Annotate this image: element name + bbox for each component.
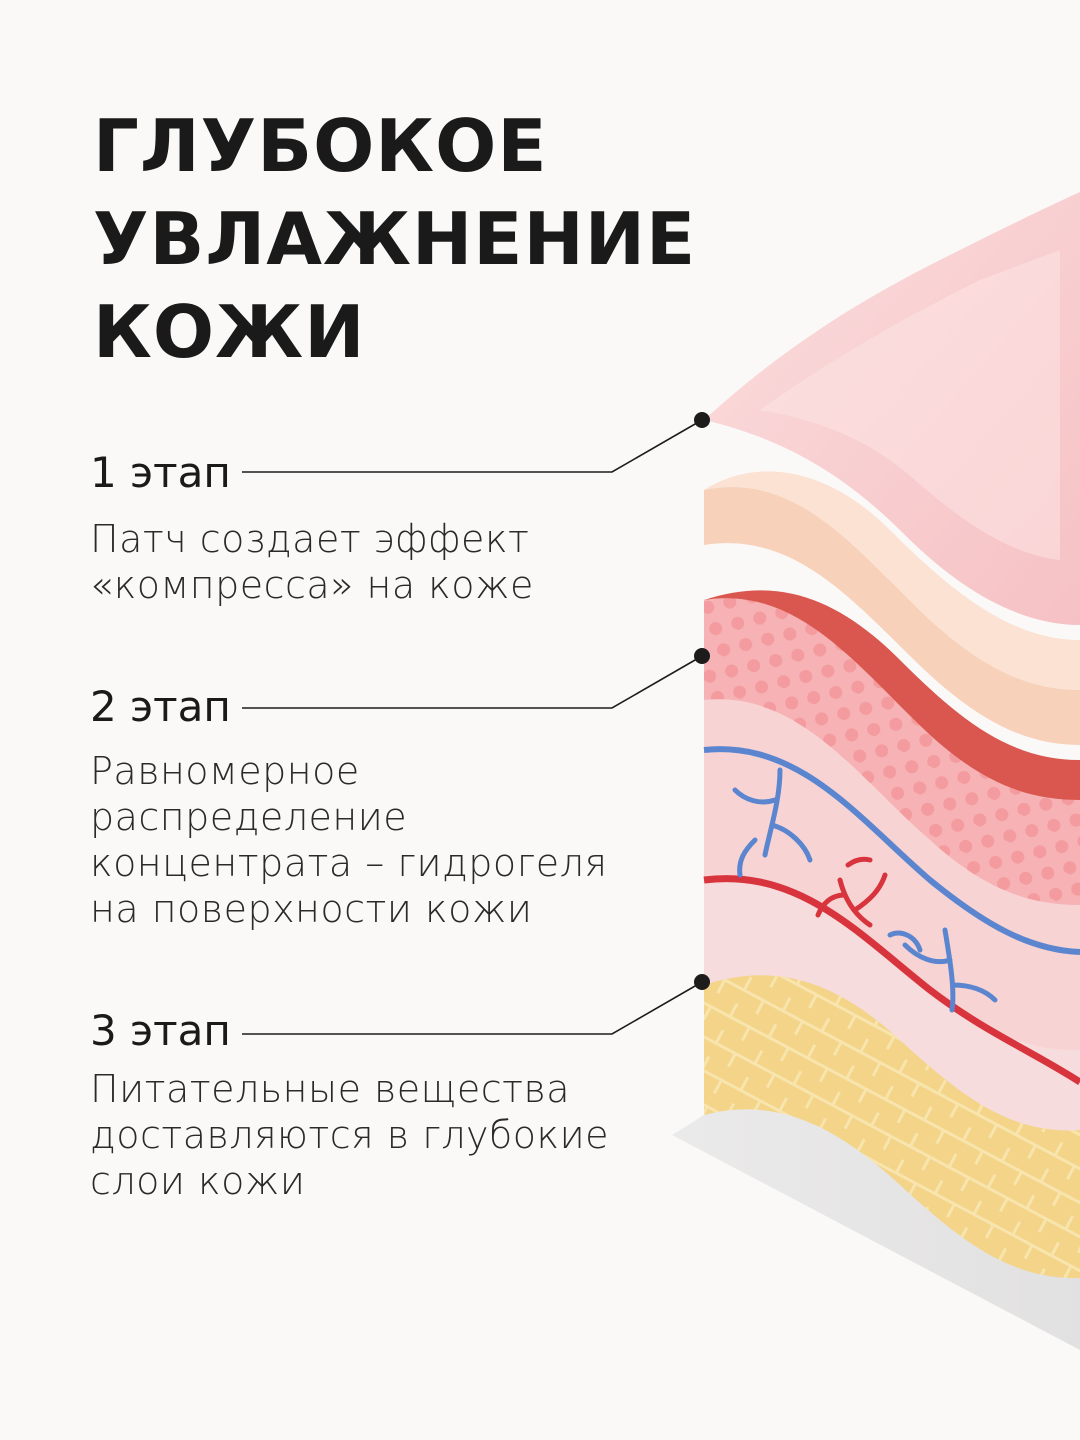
epidermis-top	[704, 471, 1080, 690]
stage-2-marker	[694, 648, 710, 664]
artery	[703, 875, 1080, 1085]
dermis-papillary	[704, 598, 1080, 905]
stage-1-marker	[694, 412, 710, 428]
dermis-top-edge	[704, 590, 1080, 800]
stage-2-description: Равномерное распределение концентрата – …	[90, 748, 607, 932]
title-line-1: ГЛУБОКОЕ	[93, 104, 548, 188]
stage-1-label: 1 этап	[90, 448, 231, 497]
title-line-2: УВЛАЖНЕНИЕ	[93, 197, 697, 281]
page-title: ГЛУБОКОЕ УВЛАЖНЕНИЕ КОЖИ	[93, 100, 696, 379]
stage-3-description-line: доставляются в глубокие	[90, 1113, 610, 1157]
title-line-3: КОЖИ	[93, 290, 366, 374]
fat-layer	[704, 975, 1080, 1279]
stage-2-description-line: Равномерное	[90, 749, 360, 793]
patch-sheet	[704, 192, 1080, 625]
leader-lines	[242, 419, 703, 1035]
vein	[703, 746, 1080, 955]
stage-1-description: Патч создает эффект «компресса» на коже	[90, 516, 534, 608]
patch-highlight	[760, 250, 1060, 560]
stage-1-description-line: «компресса» на коже	[90, 563, 534, 607]
stage-3-label: 3 этап	[90, 1006, 231, 1055]
stage-3-description-line: Питательные вещества	[90, 1067, 571, 1111]
stage-2-label: 2 этап	[90, 682, 231, 731]
dermis-dots	[704, 598, 1080, 905]
dermis-main	[704, 699, 1080, 1051]
stage-3-description: Питательные вещества доставляются в глуб…	[90, 1066, 609, 1204]
stage-3-description-line: слои кожи	[90, 1159, 306, 1203]
stage-2-description-line: концентрата – гидрогеля	[90, 841, 608, 885]
stage-1-description-line: Патч создает эффект	[90, 517, 530, 561]
stage-3-marker	[694, 974, 710, 990]
stage-1-leader	[242, 419, 703, 473]
fat-layer-top	[704, 965, 1080, 1131]
stage-2-description-line: распределение	[90, 795, 408, 839]
epidermis-front	[704, 487, 1080, 745]
vein-capillaries	[732, 767, 998, 1013]
artery-capillaries	[815, 856, 888, 928]
stage-3-leader	[242, 981, 703, 1035]
stage-2-leader	[242, 655, 703, 709]
floor-shadow	[672, 1080, 1080, 1350]
dermis-lower	[704, 878, 1080, 1131]
stage-2-description-line: на поверхности кожи	[90, 887, 533, 931]
